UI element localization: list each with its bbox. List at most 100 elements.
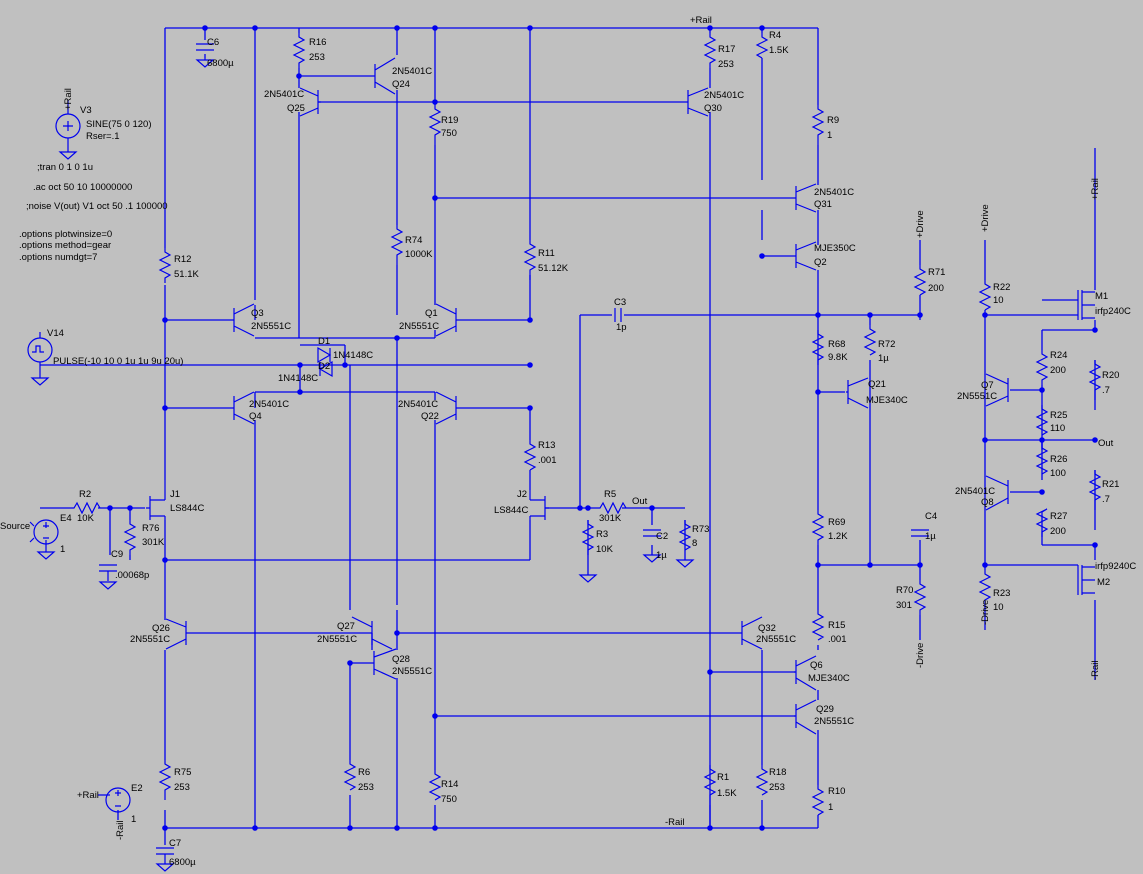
r24-name: R24 [1050,350,1067,361]
e4-name: E4 [60,513,72,524]
r3-value: 10K [596,544,614,555]
q6-model: MJE340C [808,673,850,684]
r11-name: R11 [538,248,555,259]
q30-name: Q30 [704,103,722,114]
q8-name: Q8 [981,497,994,508]
r74-value: 1000K [405,249,433,260]
e2-gain: 1 [131,814,136,825]
net-out-2: Out [1098,438,1114,449]
r68-value: 9.8K [828,352,848,363]
r20-name: R20 [1102,370,1119,381]
q25-name: Q25 [287,103,305,114]
r10-name: R10 [828,786,845,797]
q21-model: MJE340C [866,395,908,406]
m1-model: irfp240C [1095,306,1131,317]
r11-value: 51.12K [538,263,569,274]
net-e2-minus: -Rail [115,820,126,840]
wire-net [40,27,1096,845]
r6-name: R6 [358,767,370,778]
r16-value: 253 [309,52,325,63]
r71-name: R71 [928,267,945,278]
r18-name: R18 [769,767,786,778]
q24-model: 2N5401C [392,66,432,77]
q22-name: Q22 [421,411,439,422]
net-drive-pos-1: +Drive [915,210,926,238]
r15-value: .001 [828,634,847,645]
resistor-symbols [70,33,1102,816]
q28-name: Q28 [392,654,410,665]
v14-name: V14 [47,328,64,339]
q28-model: 2N5551C [392,666,432,677]
m1-name: M1 [1095,291,1108,302]
r24-value: 200 [1050,365,1066,376]
r1-name: R1 [717,772,729,783]
r69-value: 1.2K [828,531,848,542]
r1-value: 1.5K [717,788,737,799]
q26-model: 2N5551C [130,634,170,645]
net-rail-pos: +Rail [690,15,712,26]
d2-model: 1N4148C [278,373,318,384]
transistor-symbols [146,57,1095,735]
r72-value: 1µ [878,353,889,364]
q3-name: Q3 [251,308,264,319]
q7-model: 2N5551C [957,391,997,402]
net-rail-neg-2: -Rail [1090,660,1101,680]
c9-value: .00068p [115,570,149,581]
r5-value: 301K [599,513,622,524]
c6-value: 6800µ [207,58,234,69]
c3-value: 1p [616,322,627,333]
d1-model: 1N4148C [333,350,373,361]
d2-name: D2 [318,361,330,372]
r26-name: R26 [1050,454,1067,465]
e4-gain: 1 [60,544,65,555]
net-out-1: Out [632,496,648,507]
r2-name: R2 [79,489,91,500]
j2-model: LS844C [494,505,528,516]
r23-value: 10 [993,602,1004,613]
directive-method: .options method=gear [19,240,111,251]
r26-value: 100 [1050,468,1066,479]
q6-name: Q6 [810,660,823,671]
r17-value: 253 [718,59,734,70]
q24-name: Q24 [392,79,410,90]
r15-name: R15 [828,620,845,631]
q2-name: Q2 [814,257,827,268]
c7-name: C7 [169,838,181,849]
r9-name: R9 [827,115,839,126]
r68-name: R68 [828,339,845,350]
ground-symbols [30,58,695,872]
c9-name: C9 [111,549,123,560]
r22-value: 10 [993,295,1004,306]
j1-model: LS844C [170,503,204,514]
q4-model: 2N5401C [249,399,289,410]
r12-name: R12 [174,254,191,265]
r25-value: 110 [1050,423,1065,434]
q21-name: Q21 [868,379,886,390]
r69-name: R69 [828,517,845,528]
directive-tran: ;tran 0 1 0 1u [37,162,93,173]
r13-name: R13 [538,440,555,451]
v3-name: V3 [80,105,92,116]
q8-model: 2N5401C [955,486,995,497]
r74-name: R74 [405,235,422,246]
q30-model: 2N5401C [704,90,744,101]
directive-numdgt: .options numdgt=7 [19,252,97,263]
r70-name: R70 [896,585,913,596]
r73-value: 8 [692,538,697,549]
q4-name: Q4 [249,411,262,422]
r22-name: R22 [993,282,1010,293]
v3-value: SINE(75 0 120) [86,119,151,130]
r19-name: R19 [441,115,458,126]
r73-name: R73 [692,524,709,535]
diode-symbols [317,346,333,378]
q26-name: Q26 [152,623,170,634]
r3-name: R3 [596,529,608,540]
q27-model: 2N5551C [317,634,357,645]
q2-model: MJE350C [814,243,856,254]
r6-value: 253 [358,782,374,793]
r4-value: 1.5K [769,45,789,56]
net-drive-pos-2: +Drive [980,204,991,232]
q7-name: Q7 [981,380,994,391]
q31-model: 2N5401C [814,187,854,198]
c2-name: C2 [656,531,668,542]
